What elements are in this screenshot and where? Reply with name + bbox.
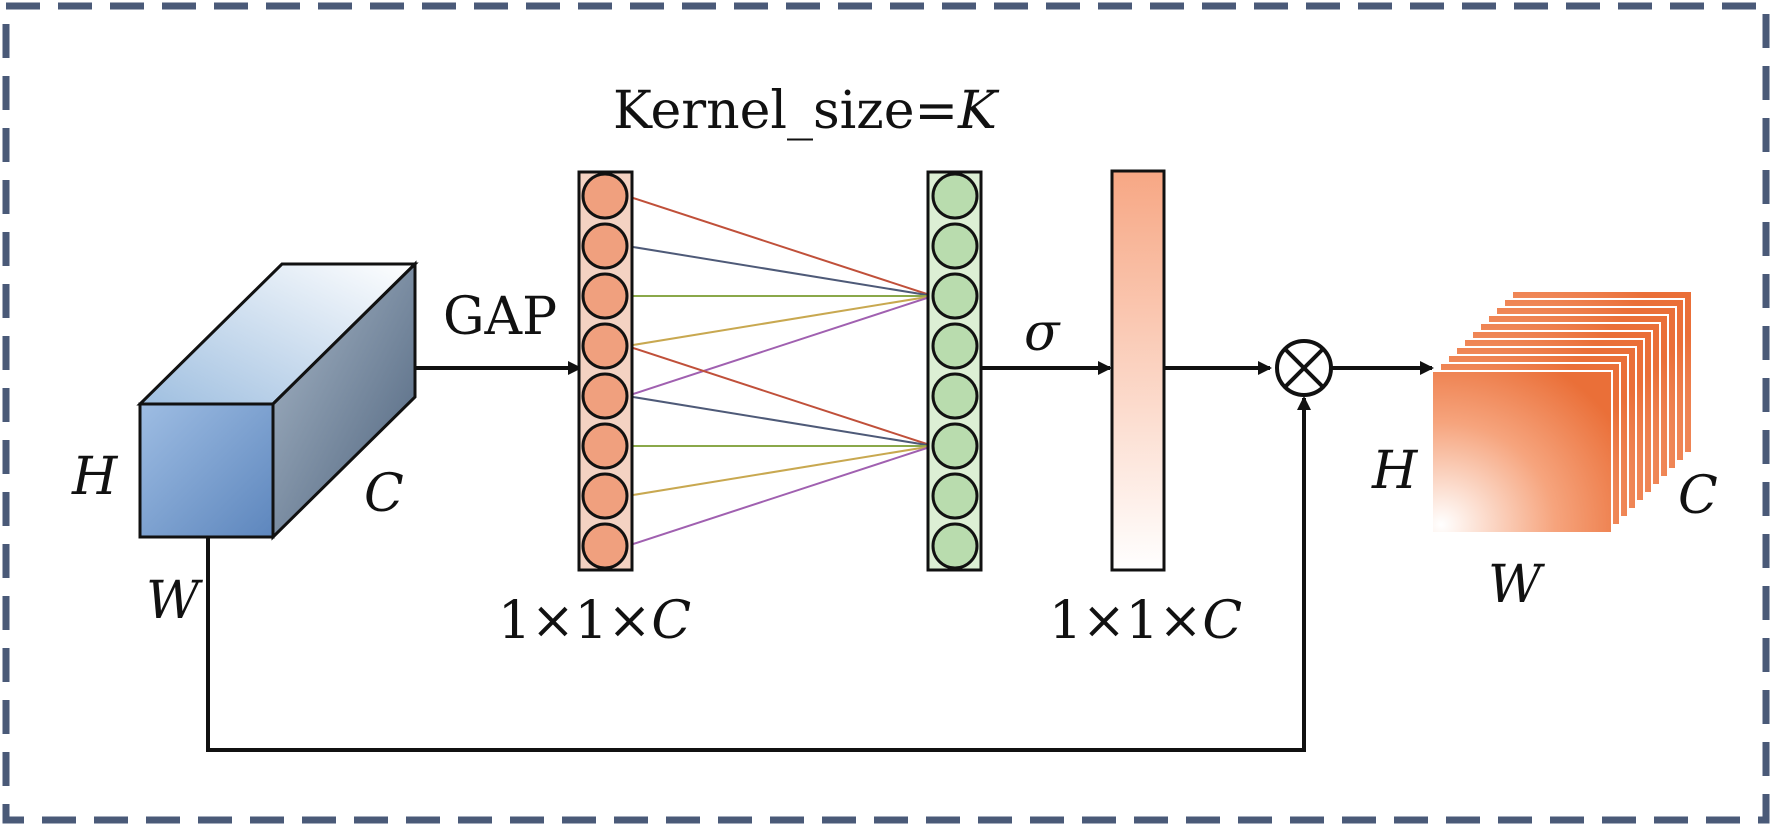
gap-node: [581, 172, 629, 220]
circled-times-icon: [1275, 339, 1333, 397]
connection-line: [626, 345, 934, 447]
cube-front-face: [138, 402, 275, 539]
attention-weight-bar: [1110, 169, 1166, 572]
gap-node: [581, 272, 629, 320]
gap-node: [581, 522, 629, 570]
gap-node: [581, 322, 629, 370]
gap-vector-column: [577, 170, 634, 572]
connection-line: [626, 195, 934, 297]
conv-node: [931, 372, 979, 420]
input-feature-cube: [136, 260, 419, 541]
attention-dims-label: 1×1×C: [1049, 591, 1242, 651]
conv-node: [931, 522, 979, 570]
conv-vector-column: [926, 170, 983, 572]
conv-node: [931, 322, 979, 370]
conv-node: [931, 172, 979, 220]
output-width-label: W: [1488, 555, 1545, 615]
conv-node: [931, 422, 979, 470]
output-channel-label: C: [1678, 466, 1718, 526]
output-feature-map-layer: [1431, 370, 1613, 534]
gap-vector-dims-label: 1×1×C: [498, 591, 691, 651]
input-height-label: H: [71, 447, 119, 507]
input-width-label: W: [146, 571, 203, 631]
conv-node: [931, 222, 979, 270]
connection-line: [626, 395, 934, 447]
conv1d-connections: [626, 195, 934, 547]
skip-connection-arrow: [206, 396, 1311, 752]
gap-node: [581, 422, 629, 470]
output-height-label: H: [1371, 441, 1419, 501]
gap-node: [581, 472, 629, 520]
connection-line: [626, 245, 934, 297]
kernel-size-label: Kernel_size=K: [613, 81, 1000, 141]
gap-node: [581, 222, 629, 270]
output-feature-stack: [1431, 290, 1693, 534]
connection-line: [626, 295, 934, 397]
connection-line: [626, 295, 934, 347]
connection-line: [626, 445, 934, 497]
gap-node: [581, 372, 629, 420]
conv-node: [931, 472, 979, 520]
gap-label: GAP: [443, 287, 557, 347]
input-channel-label: C: [364, 464, 404, 524]
connection-line: [626, 445, 934, 547]
sigmoid-label: σ: [1024, 303, 1061, 363]
conv-node: [931, 272, 979, 320]
